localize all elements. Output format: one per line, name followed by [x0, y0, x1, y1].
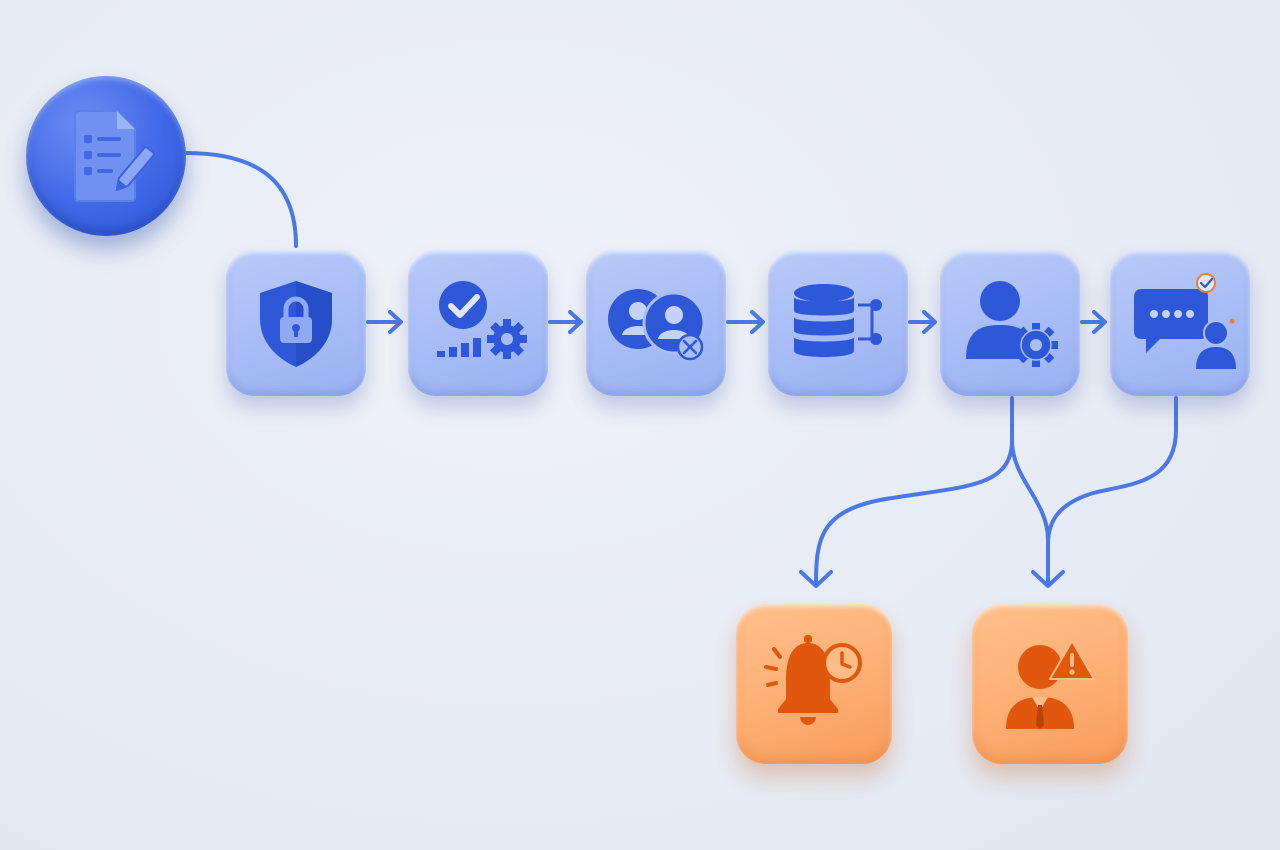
- arrowhead-alert: [1031, 570, 1065, 588]
- bell-clock-icon: [764, 635, 862, 725]
- connector-admin-alarm: [814, 396, 1014, 586]
- connector-start-security: [184, 151, 298, 248]
- database-node[interactable]: [768, 250, 908, 396]
- arrow-database-admin: [908, 310, 937, 334]
- database-nodes-icon: [794, 284, 882, 357]
- security-node[interactable]: [226, 250, 366, 396]
- chat-user-icon: [1134, 273, 1236, 369]
- shield-lock-icon: [260, 281, 332, 367]
- users-blocked-icon: [608, 289, 706, 361]
- arrow-users-database: [726, 310, 765, 334]
- user-management-node[interactable]: [586, 250, 726, 396]
- user-gear-icon: [966, 281, 1058, 367]
- alarm-node[interactable]: [736, 604, 892, 764]
- admin-settings-node[interactable]: [940, 250, 1080, 396]
- check-gear-bars-icon: [437, 281, 527, 359]
- arrowhead-alarm: [799, 570, 833, 588]
- connector-admin-alert: [1010, 438, 1050, 586]
- person-warning-icon: [1006, 640, 1095, 729]
- start-node[interactable]: [26, 76, 186, 236]
- arrow-security-verify: [366, 310, 403, 334]
- document-edit-icon: [74, 110, 155, 202]
- escalation-node[interactable]: [972, 604, 1128, 764]
- arrow-verify-users: [548, 310, 583, 334]
- connector-message-alert: [1046, 396, 1178, 546]
- messaging-node[interactable]: [1110, 250, 1250, 396]
- arrow-admin-message: [1080, 310, 1107, 334]
- verification-node[interactable]: [408, 250, 548, 396]
